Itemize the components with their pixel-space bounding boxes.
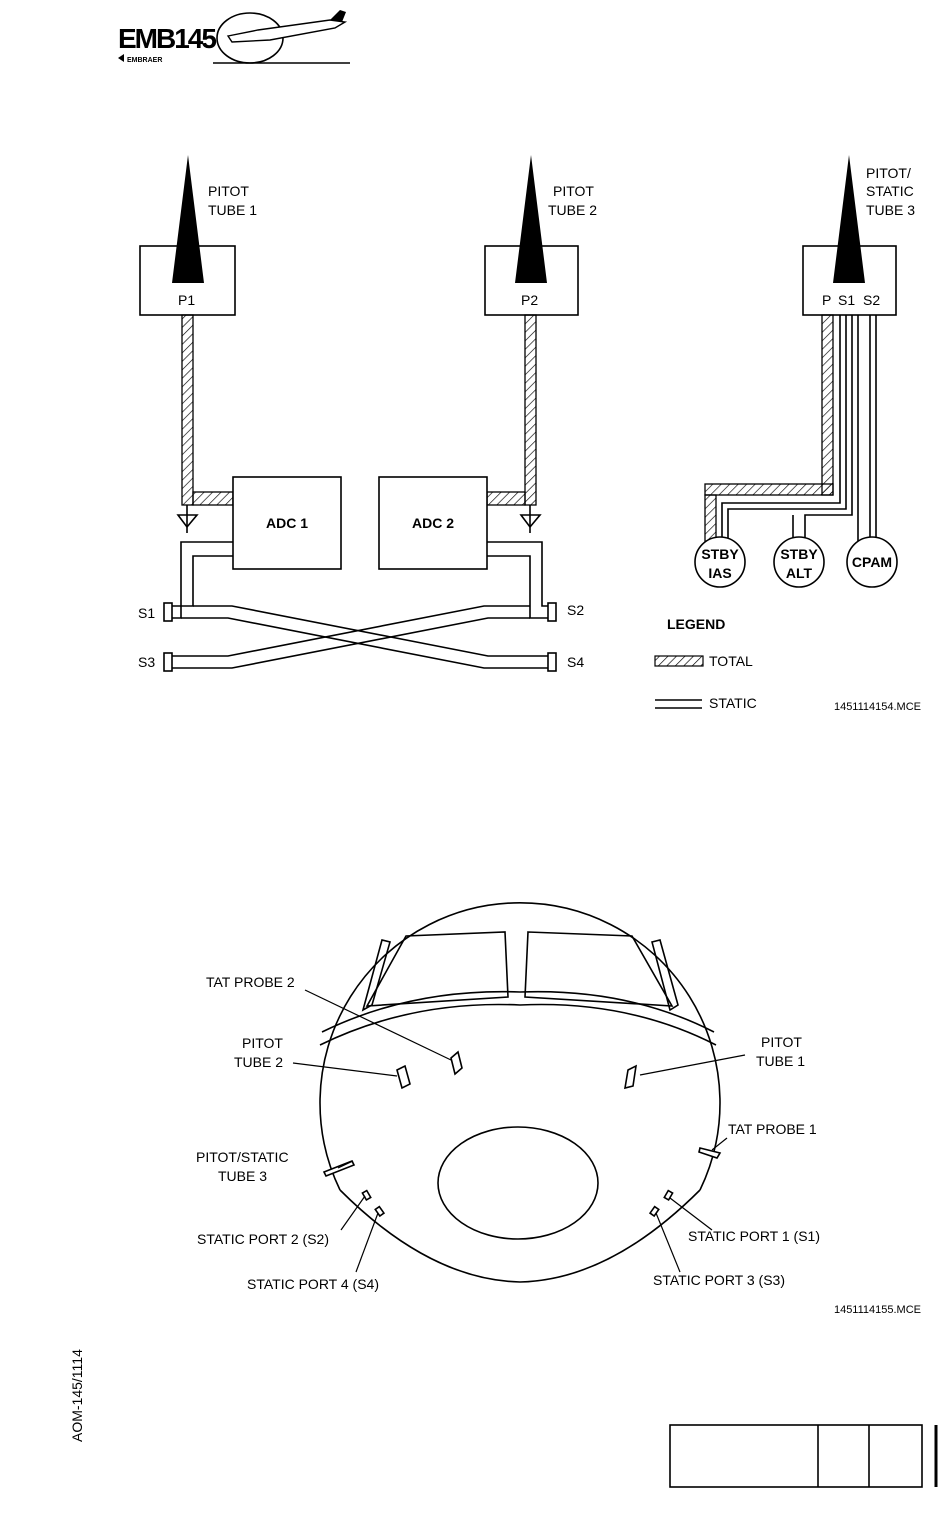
static-port-1-label: STATIC PORT 1 (S1)	[688, 1228, 820, 1244]
total-pressure-lines	[181, 314, 834, 544]
p1-label: P1	[178, 292, 195, 308]
side-window-right	[651, 939, 679, 1012]
pitot-tube-1-label-front-2: TUBE 1	[756, 1053, 805, 1069]
radome	[437, 1126, 599, 1240]
pitot-static-schematic: PITOT TUBE 1 P1 PITOT TUBE 2 P2 PITOT/ S…	[138, 155, 921, 713]
pitot-tube-1-label-front: PITOT	[761, 1034, 802, 1050]
aircraft-nose-view: TAT PROBE 2 PITOT TUBE 2 PITOT TUBE 1 TA…	[196, 902, 921, 1316]
stby-ias-instrument	[694, 536, 746, 588]
pitot-tube-2-label: PITOT	[553, 183, 594, 199]
static-port-s2-icon	[547, 602, 557, 622]
windshield-right	[524, 931, 674, 1007]
legend-static-label: STATIC	[709, 695, 757, 711]
pitot-tube-3-label-3: TUBE 3	[866, 202, 915, 218]
cpam-instrument	[846, 536, 898, 588]
pitot-tube-1-probe-icon	[624, 1064, 638, 1090]
pitot-tube-1-icon	[172, 155, 204, 283]
p3-s2-label: S2	[863, 292, 880, 308]
static-port-4-icon	[374, 1205, 386, 1218]
static-lines-standby	[721, 315, 877, 543]
tat-probe-2-icon	[450, 1050, 463, 1076]
adc-1-box	[232, 476, 342, 570]
pitot-tube-3-icon	[833, 155, 865, 283]
p3-p-label: P	[822, 292, 831, 308]
embraer-arrow-icon	[118, 54, 124, 62]
logo-sub: EMBRAER	[127, 57, 162, 64]
pitot-tube-2-label-front: PITOT	[242, 1035, 283, 1051]
static-port-s3-icon	[163, 652, 173, 672]
aircraft-tail-icon	[330, 10, 346, 22]
diagram-1-reference: 1451114154.MCE	[834, 701, 921, 713]
legend-total-swatch	[654, 655, 704, 667]
s4-label: S4	[567, 654, 584, 670]
static-port-3-label: STATIC PORT 3 (S3)	[653, 1272, 785, 1288]
static-port-4-label: STATIC PORT 4 (S4)	[247, 1276, 379, 1292]
pitot-tube-2-probe-icon	[396, 1064, 411, 1090]
aircraft-icon	[226, 19, 348, 43]
cpam-label: CPAM	[852, 554, 892, 570]
adc-2-box	[378, 476, 488, 570]
adc-2-label: ADC 2	[412, 515, 454, 531]
adc-1-label: ADC 1	[266, 515, 308, 531]
s1-label: S1	[138, 605, 155, 621]
pitot-tube-1-label: PITOT	[208, 183, 249, 199]
logo-text: EMB145	[118, 23, 216, 54]
pitot-static-tube-3-label: PITOT/STATIC	[196, 1149, 289, 1165]
revision-box	[669, 1424, 938, 1488]
windshield-sill	[319, 1003, 717, 1046]
pitot-tube-2-label-front-2: TUBE 2	[234, 1054, 283, 1070]
pitot-tube-1-label-2: TUBE 1	[208, 202, 257, 218]
static-port-3-icon	[648, 1205, 660, 1218]
tat-probe-1-label: TAT PROBE 1	[728, 1121, 817, 1137]
tat-probe-1-icon	[698, 1147, 722, 1159]
pitot-static-tube-3-icon	[322, 1159, 356, 1178]
leader-lines	[292, 989, 746, 1273]
static-port-s4-icon	[547, 652, 557, 672]
stby-ias-label-2: IAS	[708, 565, 731, 581]
pitot-static-tube-3-label-2: TUBE 3	[218, 1168, 267, 1184]
pitot-tube-3-label-2: STATIC	[866, 183, 914, 199]
static-port-s1-icon	[163, 602, 173, 622]
stby-alt-label: STBY	[780, 546, 818, 562]
pitot-tube-3-label: PITOT/	[866, 165, 911, 181]
s2-label: S2	[567, 602, 584, 618]
diagram-2-reference: 1451114155.MCE	[834, 1304, 921, 1316]
emb145-logo: EMB145 EMBRAER	[118, 10, 350, 64]
document-id: AOM-145/1114	[69, 1349, 85, 1442]
static-lines-adc	[169, 541, 552, 669]
pitot-tube-2-icon	[515, 155, 547, 283]
s3-label: S3	[138, 654, 155, 670]
pitot-tube-2-label-2: TUBE 2	[548, 202, 597, 218]
stby-ias-label: STBY	[701, 546, 739, 562]
stby-alt-instrument	[773, 536, 825, 588]
p3-s1-label: S1	[838, 292, 855, 308]
tat-probe-2-label: TAT PROBE 2	[206, 974, 295, 990]
p2-label: P2	[521, 292, 538, 308]
legend-title: LEGEND	[667, 616, 725, 632]
windshield-left	[365, 931, 509, 1007]
legend-total-label: TOTAL	[709, 653, 753, 669]
static-port-2-label: STATIC PORT 2 (S2)	[197, 1231, 329, 1247]
stby-alt-label-2: ALT	[786, 565, 813, 581]
static-port-1-icon	[663, 1189, 674, 1202]
